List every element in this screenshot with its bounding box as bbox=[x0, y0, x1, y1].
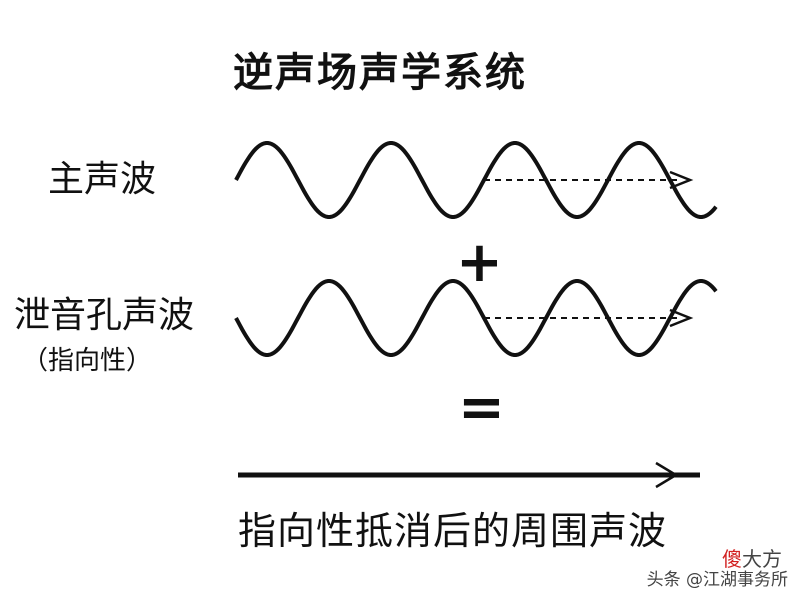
leak-wave-arrowhead bbox=[669, 308, 694, 328]
watermark-brand-red: 傻 bbox=[722, 547, 742, 571]
main-wave-label: 主声波 bbox=[48, 159, 157, 200]
equals-operator: = bbox=[458, 375, 505, 440]
watermark-text: 头条 @江湖事务所 bbox=[646, 570, 788, 590]
diagram-title: 逆声场声学系统 bbox=[233, 50, 527, 96]
result-arrowhead bbox=[655, 461, 679, 489]
watermark-brand: 傻大方 bbox=[722, 543, 782, 572]
watermark-brand-rest: 大方 bbox=[742, 547, 782, 571]
result-label: 指向性抵消后的周围声波 bbox=[238, 509, 668, 553]
leak-sine-wave bbox=[234, 279, 718, 357]
main-wave-arrowhead bbox=[669, 170, 694, 190]
plus-operator: + bbox=[456, 230, 503, 295]
leak-wave-label: 泄音孔声波 bbox=[14, 295, 195, 336]
main-sine-wave bbox=[234, 141, 718, 219]
directivity-label: （指向性） bbox=[22, 346, 153, 376]
